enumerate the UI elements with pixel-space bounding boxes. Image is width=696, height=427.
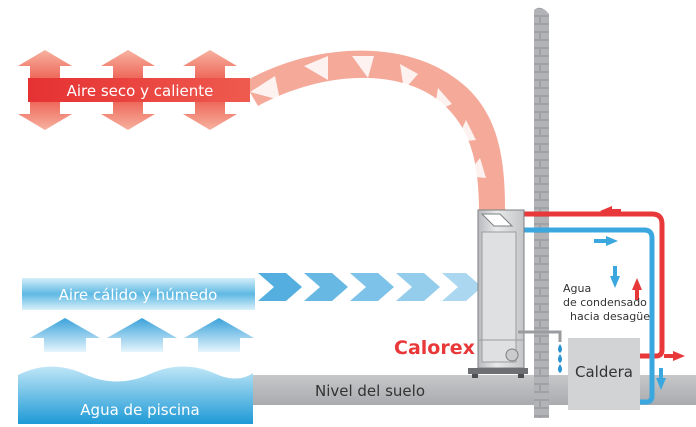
flow-marker-hot-top (611, 209, 621, 213)
unit-base (468, 368, 528, 374)
condensate-label-line1: Agua (563, 282, 591, 295)
flow-arrow-icon (434, 88, 452, 112)
boiler-box (568, 338, 640, 410)
warm-humid-air-label: Aire cálido y húmedo (59, 286, 218, 304)
flow-arrow-icon (673, 351, 685, 361)
condensate-label-line3: hacia desagüe (570, 310, 650, 323)
boiler-label: Caldera (575, 363, 633, 381)
flow-arrow-icon (442, 273, 482, 301)
unit-foot-right (518, 374, 524, 378)
flow-marker-cold-side (613, 266, 617, 276)
flow-arrow-icon (250, 76, 280, 100)
flow-arrow-icon (656, 378, 666, 390)
unit-front-panel (481, 231, 517, 363)
flow-arrow-icon (600, 206, 612, 216)
hot-pipe (520, 211, 665, 359)
flow-arrow-icon (400, 64, 418, 90)
water-drop-icon (558, 344, 562, 353)
brand-label: Calorex (394, 337, 475, 359)
flow-arrow-icon (632, 278, 642, 290)
humid-air-flow-arrows (258, 273, 482, 301)
humid-air-band (22, 278, 255, 310)
ground-level-label: Nivel del suelo (315, 382, 425, 400)
flow-arrow-icon (304, 56, 328, 80)
condensate-label-line2: de condensado (563, 296, 647, 309)
flow-arrow-icon (606, 236, 618, 246)
unit-fan (505, 348, 519, 362)
flow-arrow-icon (352, 56, 374, 78)
hot-air-arc-chevrons (250, 56, 486, 178)
flow-arrow-icon (350, 273, 394, 301)
flow-arrow-icon (466, 158, 486, 178)
flow-marker-hot-side (635, 290, 639, 300)
flow-marker-cold-top (594, 239, 606, 243)
up-arrow-3 (184, 318, 254, 352)
hot-dry-air-label: Aire seco y caliente (67, 82, 214, 100)
flow-arrow-icon (456, 120, 476, 142)
unit-top-vent (480, 213, 514, 227)
flow-arrow-icon (610, 276, 620, 288)
flow-arrow-icon (396, 273, 440, 301)
pool-water-label: Agua de piscina (80, 401, 199, 419)
up-arrow-1 (30, 318, 100, 352)
dehumidifier-unit-icon (468, 209, 562, 378)
humid-rising-arrows (30, 318, 254, 352)
boiler-pipes (520, 206, 685, 405)
water-drop-icon (558, 344, 562, 373)
pool-water (18, 366, 253, 424)
cold-pipe (520, 227, 655, 405)
flow-arrow-icon (304, 273, 348, 301)
water-drop-icon (558, 364, 562, 373)
hot-air-bar (28, 78, 250, 102)
water-drop-icon (558, 354, 562, 363)
flow-marker-cold-right (659, 368, 663, 378)
condensate-pipe (518, 330, 562, 342)
flow-arrow-icon (258, 273, 302, 301)
unit-foot-left (472, 374, 478, 378)
up-arrow-2 (107, 318, 177, 352)
flow-marker-hot-right (664, 354, 674, 358)
